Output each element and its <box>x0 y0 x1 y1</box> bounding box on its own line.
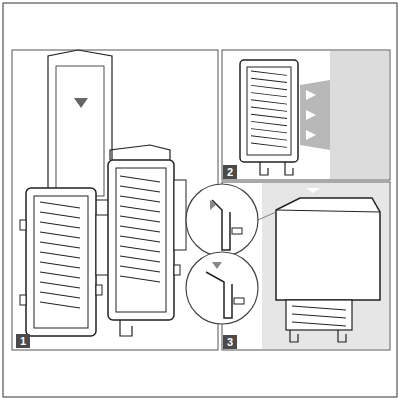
callout-number: 1 <box>16 334 30 348</box>
callout-number: 2 <box>223 165 237 179</box>
callout-number: 3 <box>223 335 237 349</box>
